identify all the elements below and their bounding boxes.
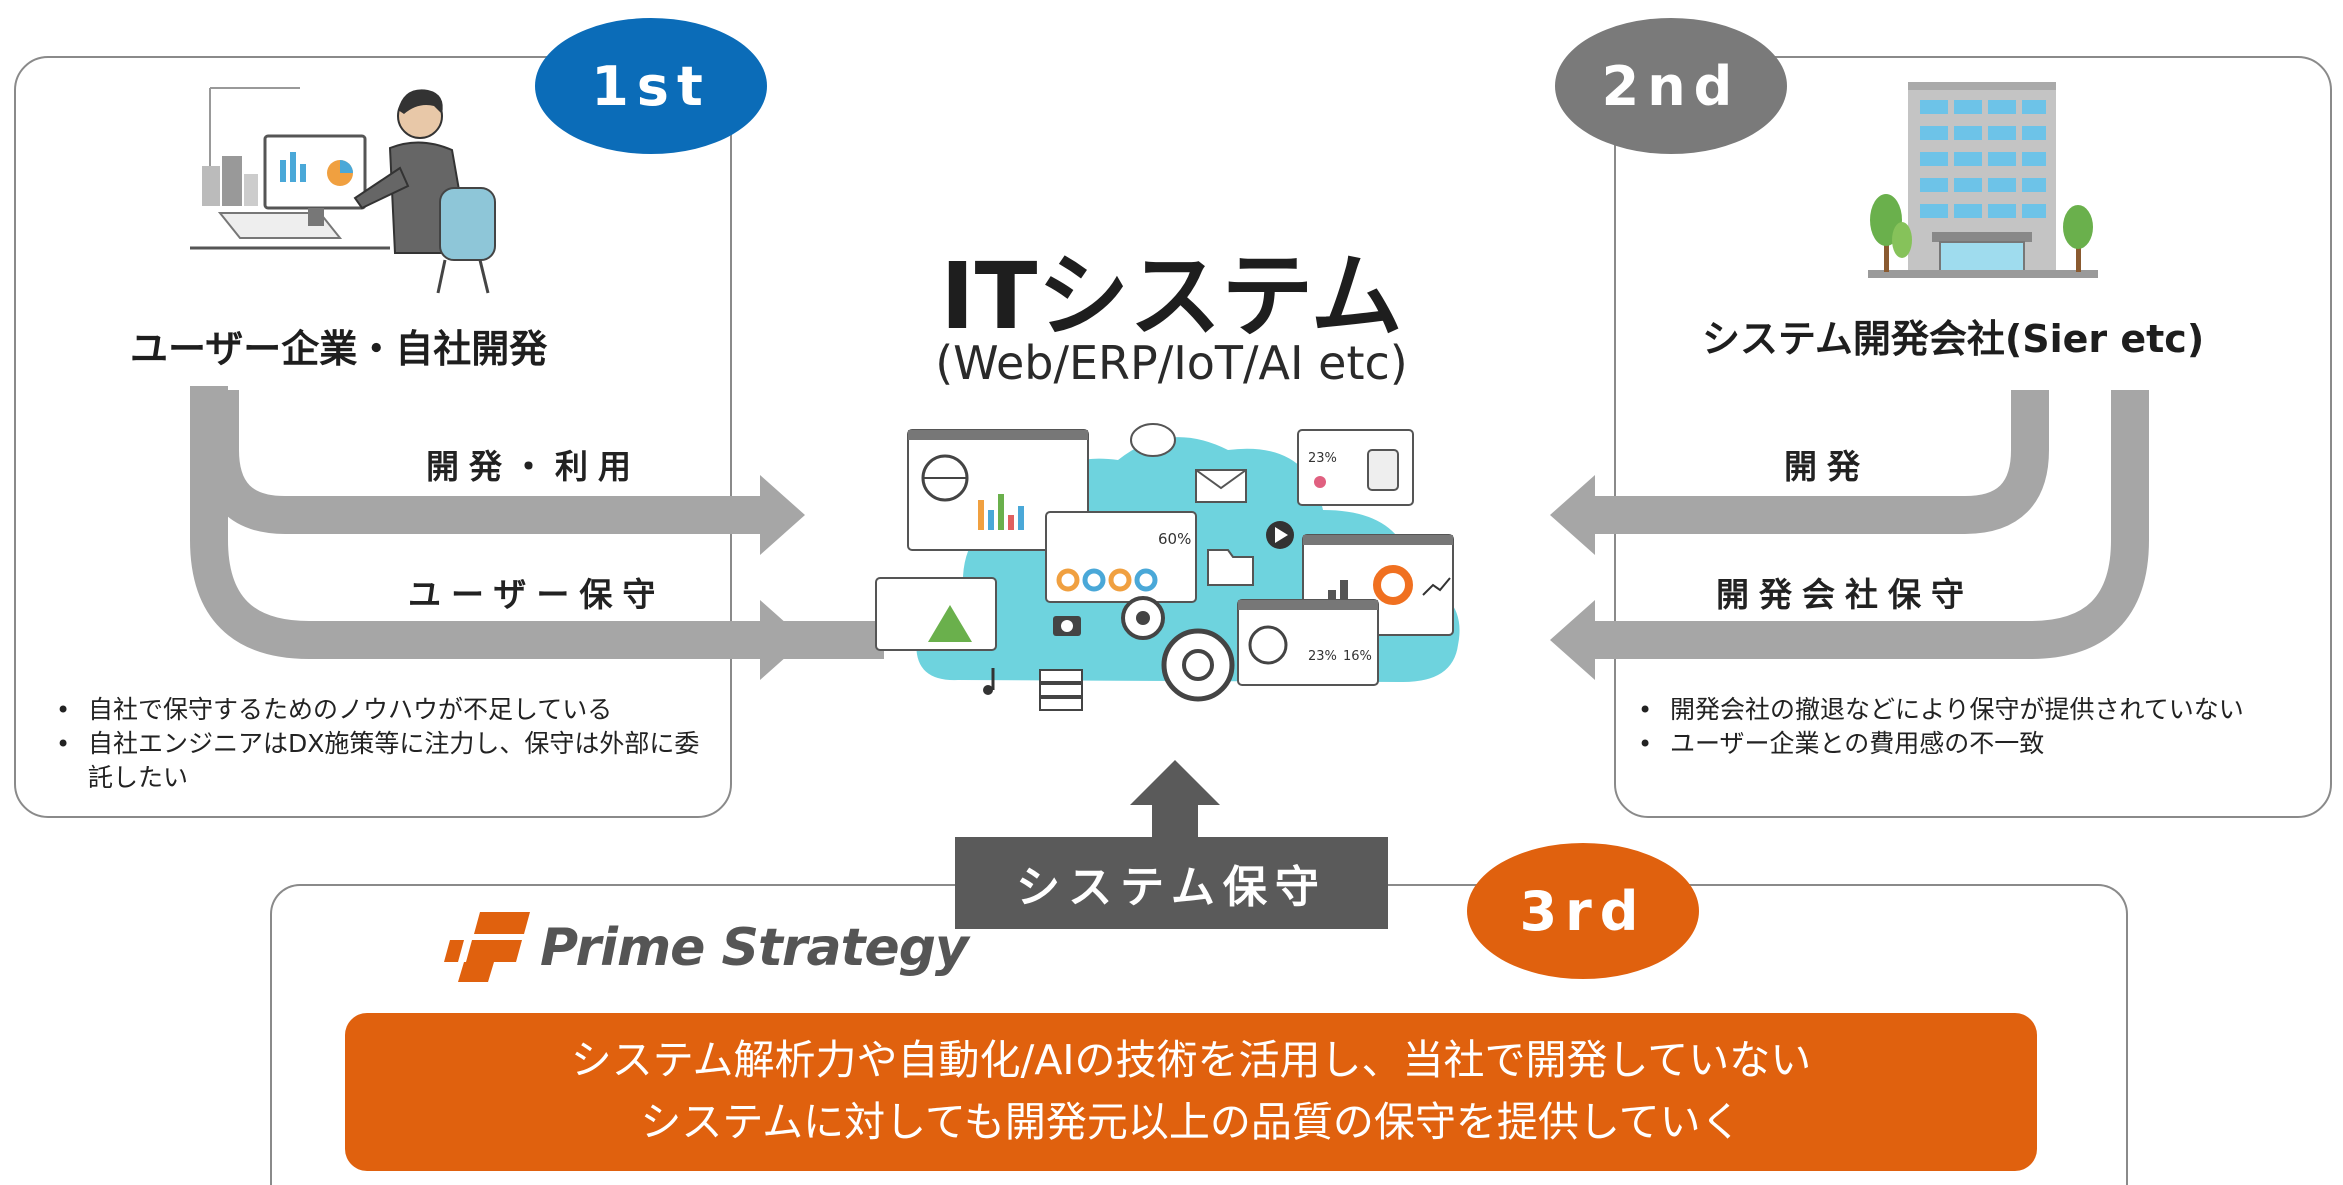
percent-label: 60% bbox=[1158, 530, 1191, 548]
maintenance-up-arrow bbox=[1130, 760, 1220, 850]
system-maintenance-label: システム保守 bbox=[955, 837, 1388, 929]
value-banner: システム解析力や自動化/AIの技術を活用し、当社で開発していない システムに対し… bbox=[345, 1013, 2037, 1171]
user-company-panel bbox=[14, 56, 732, 818]
vendor-maintenance-label: 開発会社保守 bbox=[1716, 575, 1974, 614]
user-company-issues: 自社で保守するためのノウハウが不足している 自社エンジニアはDX施策等に注力し、… bbox=[50, 693, 700, 795]
banner-line-1: システム解析力や自動化/AIの技術を活用し、当社で開発していない bbox=[570, 1036, 1812, 1084]
issue-item: 自社エンジニアはDX施策等に注力し、保守は外部に委託したい bbox=[50, 727, 700, 795]
left-flow-arrows bbox=[190, 386, 884, 680]
office-worker-illustration bbox=[190, 87, 496, 294]
issue-item: ユーザー企業との費用感の不一致 bbox=[1632, 727, 2322, 761]
prime-strategy-logo-mark bbox=[444, 912, 530, 982]
it-system-title: ITシステム bbox=[940, 243, 1403, 350]
first-badge: 1st bbox=[535, 18, 767, 154]
banner-line-2: システムに対しても開発元以上の品質の保守を提供していく bbox=[640, 1098, 1742, 1146]
dev-company-issues: 開発会社の撤退などにより保守が提供されていない ユーザー企業との費用感の不一致 bbox=[1632, 693, 2322, 761]
dev-label: 開発 bbox=[1784, 447, 1870, 486]
percent-label: 16% bbox=[1343, 649, 1372, 664]
dev-company-heading: システム開発会社(Sier etc) bbox=[1702, 317, 2205, 361]
percent-label: 23% bbox=[1308, 451, 1337, 466]
brand-name: Prime Strategy bbox=[540, 918, 969, 978]
dashboard-window bbox=[907, 429, 1089, 551]
third-badge: 3rd bbox=[1467, 843, 1699, 979]
user-company-heading: ユーザー企業・自社開発 bbox=[130, 327, 548, 371]
office-building-illustration bbox=[1868, 82, 2098, 278]
dev-use-label: 開発・利用 bbox=[426, 447, 641, 486]
percent-label: 23% bbox=[1308, 649, 1337, 664]
user-maintenance-label: ユーザー保守 bbox=[408, 575, 666, 614]
right-flow-arrows bbox=[1550, 390, 2149, 680]
it-cloud-illustration: 23% 60% 23% 16% bbox=[875, 423, 1460, 711]
issue-item: 自社で保守するためのノウハウが不足している bbox=[50, 693, 700, 727]
second-badge: 2nd bbox=[1555, 18, 1787, 154]
issue-item: 開発会社の撤退などにより保守が提供されていない bbox=[1632, 693, 2322, 727]
it-system-subtitle: (Web/ERP/IoT/AI etc) bbox=[935, 336, 1408, 390]
